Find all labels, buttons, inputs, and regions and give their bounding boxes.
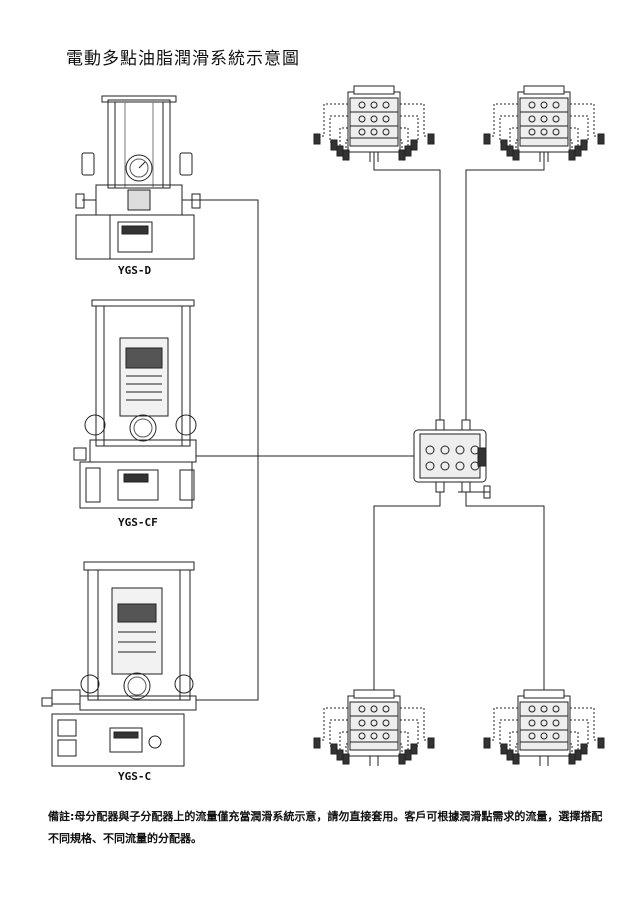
pump-ygs-c bbox=[42, 562, 196, 766]
child-distributor-bottom-left bbox=[313, 689, 435, 767]
child-distributor-top-right bbox=[483, 85, 605, 163]
pump-ygs-d bbox=[76, 96, 200, 259]
pump-label-ygs-d: YGS-D bbox=[118, 264, 152, 277]
page-title: 電動多點油脂潤滑系統示意圖 bbox=[66, 49, 300, 69]
distribution-lines bbox=[374, 152, 544, 696]
pump-ygs-cf bbox=[74, 300, 196, 508]
supply-lines bbox=[196, 200, 414, 700]
pump-label-ygs-c: YGS-C bbox=[118, 770, 152, 783]
child-distributor-top-left bbox=[313, 85, 435, 163]
pump-label-ygs-cf: YGS-CF bbox=[118, 516, 158, 529]
master-distributor bbox=[414, 420, 490, 498]
child-distributor-bottom-right bbox=[483, 689, 605, 767]
footnote: 備註:母分配器與子分配器上的流量僅充當潤滑系統示意，請勿直接套用。客戶可根據潤滑… bbox=[48, 810, 603, 845]
